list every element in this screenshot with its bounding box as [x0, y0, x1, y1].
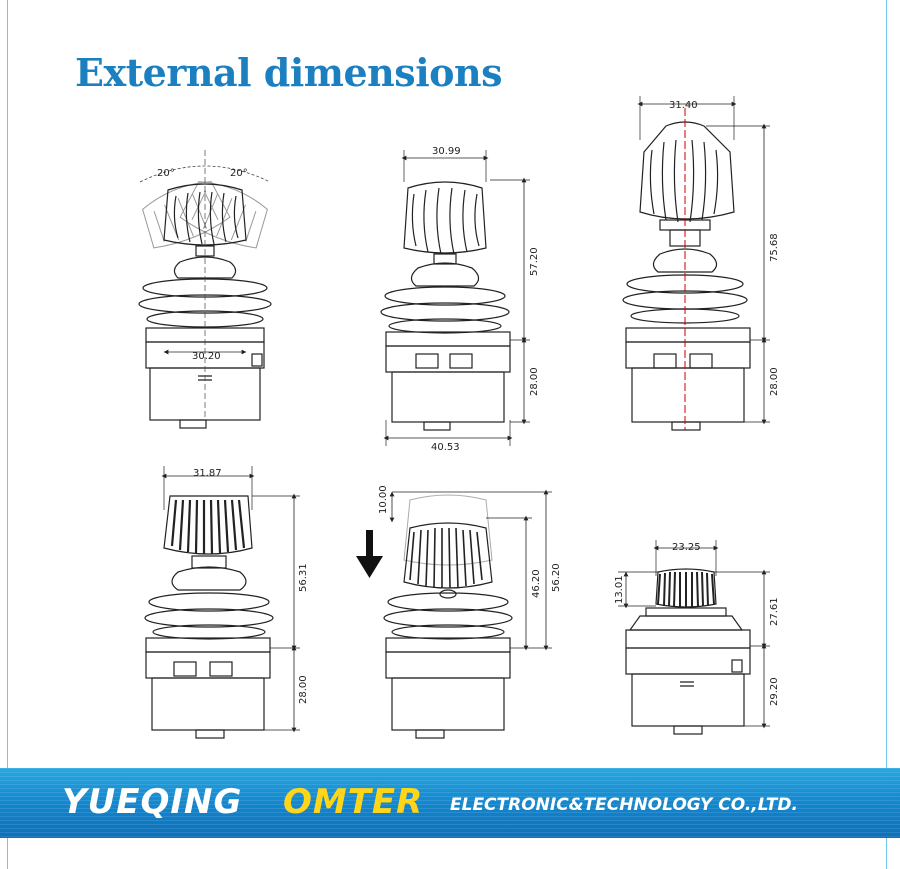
- tilt-angle-right-label: 20°: [230, 168, 248, 179]
- side-height-label: 75.68: [769, 233, 780, 262]
- front-height-label: 57.20: [529, 247, 540, 276]
- tilt-view-diagram: [138, 150, 272, 429]
- brand-tagline: ELECTRONIC&TECHNOLOGY CO.,LTD.: [450, 795, 798, 815]
- compact-knob-height-label: 13.01: [614, 575, 625, 604]
- tilt-width-label: 30.20: [192, 351, 221, 362]
- front-knob-width-label: 30.99: [432, 146, 461, 157]
- press-travel-label: 10.00: [378, 485, 389, 514]
- tilt-main-knob: [163, 183, 247, 246]
- front-view-diagram: [380, 150, 530, 446]
- brand-name: YUEQING: [62, 782, 243, 822]
- side-knob-width-label: 31.40: [669, 100, 698, 111]
- page-title: External dimensions: [75, 50, 503, 95]
- press-view-diagram: [383, 489, 552, 739]
- short-knob-view-diagram: [144, 466, 300, 739]
- press-down-arrow-icon: [356, 530, 383, 578]
- front-base-height-label: 28.00: [529, 367, 540, 396]
- tilt-ghost-left-knob: [142, 181, 231, 249]
- compact-knob-width-label: 23.25: [672, 542, 701, 553]
- left-frame-line: [7, 0, 8, 869]
- side-base-height-label: 28.00: [769, 367, 780, 396]
- footer-brand-band: YUEQING OMTER ELECTRONIC&TECHNOLOGY CO.,…: [0, 768, 900, 838]
- brand-highlight: OMTER: [283, 782, 424, 822]
- tilt-angle-left-label: 20°: [157, 168, 175, 179]
- short-knob-height-label: 56.31: [298, 563, 309, 592]
- compact-upper-height-label: 27.61: [769, 597, 780, 626]
- compact-base-height-label: 29.20: [769, 677, 780, 706]
- band-stripes: [0, 768, 900, 838]
- press-inner-height-label: 46.20: [531, 569, 542, 598]
- front-base-width-label: 40.53: [431, 442, 460, 453]
- compact-view-diagram: [618, 540, 770, 735]
- press-total-height-label: 56.20: [551, 563, 562, 592]
- right-frame-line: [886, 0, 887, 869]
- short-knob-base-height-label: 28.00: [298, 675, 309, 704]
- short-knob-width-label: 31.87: [193, 468, 222, 479]
- side-view-diagram: [622, 96, 770, 431]
